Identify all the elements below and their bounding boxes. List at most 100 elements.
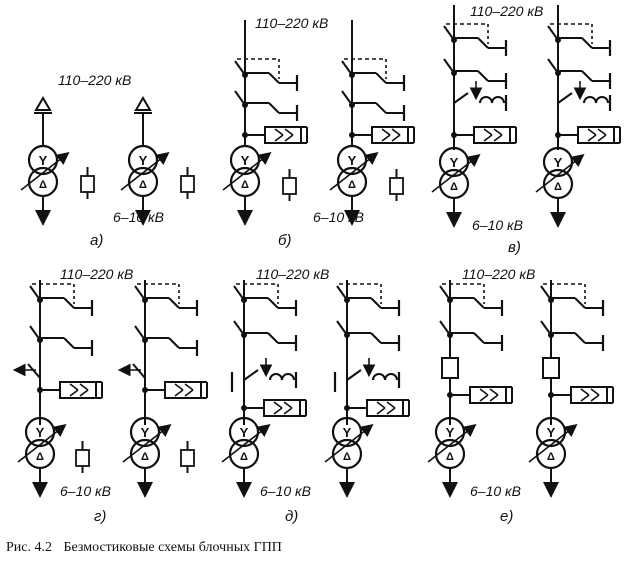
delta-symbol: Δ — [446, 451, 454, 463]
scheme-d-right: YΔ — [324, 280, 410, 498]
drive-box — [164, 381, 202, 399]
scheme-v-labels: 110–220 кВ6–10 кВв) — [470, 3, 543, 256]
breaker-drive — [344, 399, 410, 417]
disconnector — [341, 58, 406, 91]
power-transformer: YΔ — [427, 416, 477, 498]
aux-device — [180, 449, 195, 467]
delta-symbol: Δ — [139, 179, 147, 191]
scheme-label: а) — [90, 232, 103, 249]
low-voltage-label: 6–10 кВ — [60, 483, 111, 499]
scheme-g-left: YΔ — [12, 280, 103, 498]
breaker-drive — [548, 386, 614, 404]
star-symbol: Y — [39, 153, 48, 168]
power-transformer: YΔ — [329, 144, 379, 226]
scheme-b-right: YΔ — [329, 20, 415, 226]
delta-symbol: Δ — [241, 179, 249, 191]
disconnector — [234, 90, 299, 121]
short-circuiter — [346, 358, 401, 388]
power-transformer: YΔ — [20, 144, 70, 226]
power-transformer: YΔ — [528, 416, 578, 498]
regulation-arrow — [20, 152, 70, 191]
star-symbol: Y — [36, 425, 45, 440]
current-transformer-coil — [269, 373, 295, 381]
caption-text: Безмостиковые схемы блочных ГПП — [63, 540, 282, 555]
drive-box — [570, 386, 608, 404]
delta-symbol: Δ — [141, 451, 149, 463]
drive-box — [473, 126, 511, 144]
disconnector — [341, 90, 406, 121]
star-symbol: Y — [141, 425, 150, 440]
delta-symbol: Δ — [348, 179, 356, 191]
high-voltage-label: 110–220 кВ — [256, 266, 329, 282]
scheme-label: б) — [278, 232, 291, 249]
scheme-g-labels: 110–220 кВ6–10 кВг) — [60, 266, 133, 525]
disconnector — [336, 320, 401, 351]
current-transformer-coil — [372, 373, 398, 381]
scheme-a-labels: 110–220 кВ 6–10 кВ а) — [58, 72, 164, 249]
breaker-drive — [241, 399, 307, 417]
scheme-b-labels: 110–220 кВ6–10 кВб) — [255, 15, 364, 249]
breaker-drive — [447, 386, 513, 404]
scheme-e-left: YΔ — [427, 280, 513, 498]
line-entry-symbol — [134, 96, 152, 111]
drive-box — [469, 386, 507, 404]
high-voltage-label: 110–220 кВ — [60, 266, 133, 282]
short-circuiter — [453, 81, 508, 111]
scheme-label: е) — [500, 508, 513, 525]
scheme-v-right: YΔ — [535, 5, 621, 228]
aux-device — [282, 177, 297, 195]
short-circuiter — [243, 358, 298, 388]
low-voltage-label: 6–10 кВ — [260, 483, 311, 499]
disconnector — [540, 283, 605, 316]
star-symbol: Y — [547, 425, 556, 440]
disconnector — [547, 58, 612, 89]
drive-box — [366, 399, 404, 417]
regulation-arrow — [120, 152, 170, 191]
regulation-arrow — [221, 424, 271, 463]
disconnector — [547, 23, 612, 56]
power-transformer: YΔ — [431, 146, 481, 228]
disconnector — [29, 325, 94, 356]
regulation-arrow — [329, 152, 379, 191]
high-voltage-label: 110–220 кВ — [58, 72, 131, 88]
star-symbol: Y — [240, 425, 249, 440]
regulation-arrow — [427, 424, 477, 463]
breaker-drive — [242, 126, 308, 144]
aux-device — [180, 175, 195, 193]
power-transformer: YΔ — [221, 416, 271, 498]
star-symbol: Y — [348, 153, 357, 168]
delta-symbol: Δ — [554, 181, 562, 193]
disconnector — [134, 283, 199, 316]
short-circuiter — [557, 81, 612, 111]
line-entry-symbol — [34, 96, 52, 111]
regulation-arrow — [324, 424, 374, 463]
scheme-e-labels: 110–220 кВ6–10 кВе) — [462, 266, 535, 525]
scheme-d-left: YΔ — [221, 280, 307, 498]
delta-symbol: Δ — [39, 179, 47, 191]
regulation-arrow — [122, 424, 172, 463]
scheme-a-right: YΔ — [120, 96, 195, 226]
scheme-v-left: YΔ — [431, 5, 517, 228]
low-voltage-label: 6–10 кВ — [113, 209, 164, 225]
disconnector — [29, 283, 94, 316]
scheme-d-labels: 110–220 кВ6–10 кВд) — [256, 266, 329, 525]
scheme-e-right: YΔ — [528, 280, 614, 498]
power-transformer: YΔ — [324, 416, 374, 498]
disconnector — [336, 283, 401, 316]
fuse-box — [542, 357, 560, 379]
regulation-arrow — [535, 154, 585, 193]
low-voltage-label: 6–10 кВ — [472, 217, 523, 233]
power-transformer: YΔ — [17, 416, 67, 498]
figure-caption: Рис. 4.2 Безмостиковые схемы блочных ГПП — [6, 540, 290, 556]
aux-device — [80, 175, 95, 193]
scheme-b-left: YΔ — [222, 20, 308, 226]
breaker-drive — [37, 381, 103, 399]
aux-device — [389, 177, 404, 195]
scheme-label: в) — [508, 239, 521, 256]
disconnector — [134, 325, 199, 356]
low-voltage-label: 6–10 кВ — [313, 209, 364, 225]
caption-number: Рис. 4.2 — [6, 540, 52, 555]
scheme-g-right: YΔ — [117, 280, 208, 498]
disconnector — [233, 283, 298, 316]
